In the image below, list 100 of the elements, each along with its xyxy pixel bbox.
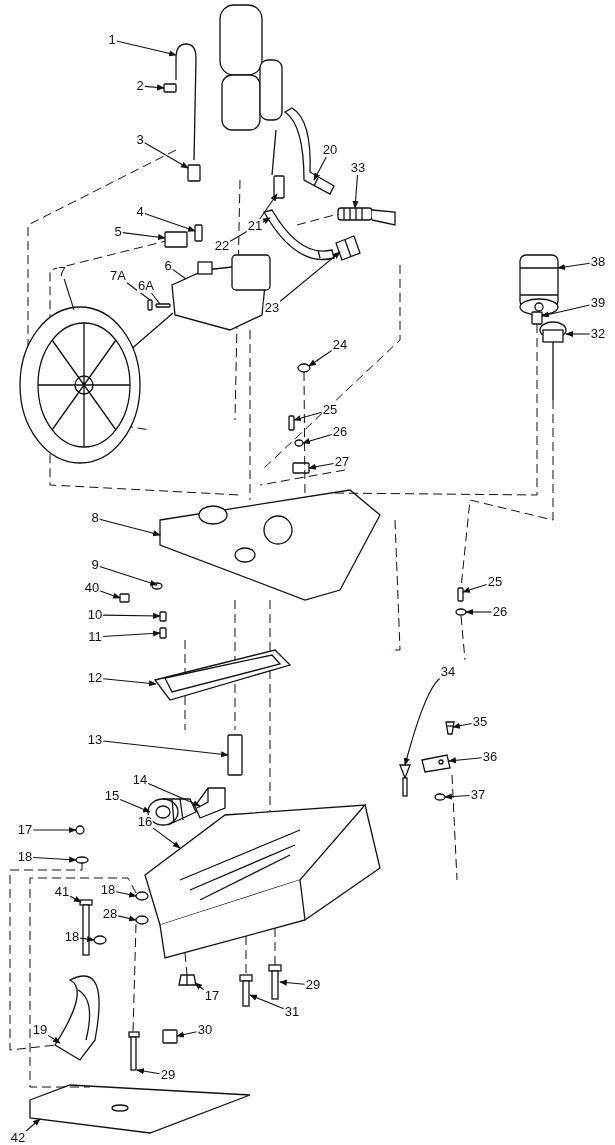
hook-tube [175,43,197,161]
screw [457,587,464,602]
leader-line [144,142,189,169]
callout-number: 16 [136,815,154,829]
leader-line [403,677,441,766]
leader-line [452,722,473,729]
o-ring [297,363,311,373]
leader-line [557,262,591,270]
leader-line [144,213,196,232]
leader-line [47,1034,61,1044]
nut [119,593,130,603]
washer [455,608,467,616]
callout-number: 1 [107,33,117,47]
callout-number: 19 [31,1023,49,1037]
callout-number: 7 [57,265,67,279]
leader-line [308,350,333,367]
callout-number: 41 [53,885,71,899]
leader-line [102,612,161,619]
callout-number: 25 [321,403,339,417]
leader-line [99,518,161,537]
nut [178,974,197,986]
leader-line [194,982,205,991]
leader-line [117,915,137,922]
fitting [187,164,201,182]
callout-number: 40 [83,581,101,595]
callout-number: 8 [90,511,100,525]
knob [164,231,188,248]
bolt [128,1031,140,1071]
callout-number: 32 [589,327,607,341]
nut [75,825,85,835]
bracket [54,975,100,1061]
callout-number: 13 [86,733,104,747]
gasket [153,649,292,701]
leader-line [136,1068,161,1075]
leader-line [115,891,137,898]
leader-line [119,798,151,813]
leader-line [69,895,82,903]
alignment-line [132,923,137,1033]
strainer [531,311,543,325]
callout-number: 37 [469,788,487,802]
callout-number: 17 [203,989,221,1003]
callout-number: 30 [196,1023,214,1037]
screw [288,415,295,431]
callout-number: 4 [135,205,145,219]
filter-cartridge [519,254,559,316]
callout-number: 3 [135,133,145,147]
leader-line [144,84,165,91]
leader-line [25,1118,41,1132]
callout-number: 36 [481,750,499,764]
leader-line [279,251,341,302]
alignment-line [29,877,137,1088]
leader-line [448,757,483,764]
cap [445,721,455,735]
leader-line [279,979,306,986]
key [147,299,153,311]
callout-number: 18 [63,930,81,944]
callout-number: 9 [90,558,100,572]
bolt [79,899,93,956]
bolt [399,764,411,797]
screw [194,224,203,242]
washer [151,582,163,590]
callout-number: 25 [486,575,504,589]
callout-number: 42 [9,1131,27,1145]
callout-number: 6 [163,259,173,273]
callout-number: 17 [16,823,34,837]
fitting [335,235,361,261]
leader-line [32,856,77,863]
screw [159,611,167,622]
callout-number: 39 [589,296,607,310]
bolt [239,974,253,1007]
leader-line [102,678,157,687]
leader-line [308,462,335,470]
leader-line [249,994,285,1010]
elbow-fitting [194,787,226,819]
alignment-line [274,927,276,966]
leader-line [176,1031,198,1038]
mounting-plate [159,489,381,601]
leader-line [565,330,591,338]
callout-number: 12 [86,671,104,685]
threaded-fitting [337,207,396,226]
callout-number: 26 [491,605,509,619]
leader-line [32,826,77,834]
callout-number: 31 [283,1005,301,1019]
drain-plug [162,1029,178,1044]
tube-fitting [273,175,285,199]
pin [155,303,171,308]
pulley [19,306,141,464]
bolt [268,964,282,1000]
washer [93,935,107,945]
callout-number: 21 [246,219,264,233]
leader-line [313,156,327,181]
alignment-line [245,935,247,976]
leader-line [79,936,95,943]
hose [284,107,335,195]
leader-line [259,193,278,220]
alignment-line [184,952,188,976]
callout-number: 22 [213,239,231,253]
callout-number: 38 [589,255,607,269]
callout-number: 18 [16,850,34,864]
leader-line [462,584,488,593]
